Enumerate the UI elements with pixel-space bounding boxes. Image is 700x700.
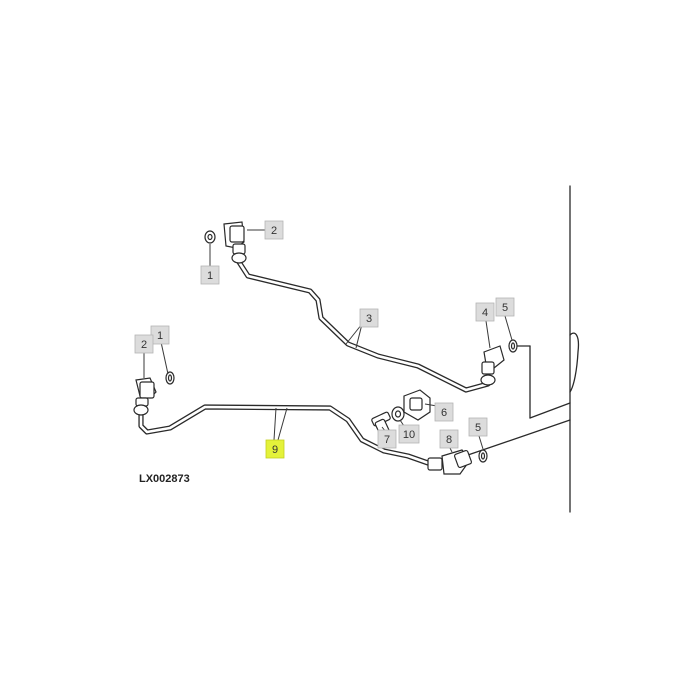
- washer-part: [204, 230, 216, 244]
- callout-label: 2: [141, 339, 147, 351]
- clamp-part: [403, 389, 431, 421]
- callout-label: 6: [441, 407, 447, 419]
- callout: 2: [264, 220, 284, 240]
- callout: 6: [434, 402, 454, 422]
- elbow-fitting-left: [133, 377, 157, 416]
- washer-part-10: [391, 406, 405, 422]
- seal-ring-lower: [478, 449, 488, 463]
- callout-label: 1: [207, 270, 213, 282]
- callout-label: 5: [475, 422, 481, 434]
- callout-label: 5: [502, 302, 508, 314]
- callout: 3: [359, 308, 379, 328]
- callout: 1: [200, 265, 220, 285]
- callout-label: 2: [271, 225, 277, 237]
- callout: 4: [475, 302, 495, 322]
- callout-label: 4: [482, 307, 488, 319]
- callout: 5: [468, 417, 488, 437]
- upper-hydraulic-line: [236, 259, 491, 393]
- callout: 1: [150, 325, 170, 345]
- callout-label: 1: [157, 330, 163, 342]
- seal-ring-left: [165, 371, 175, 385]
- lower-hydraulic-line: [138, 404, 431, 466]
- callout-label: 3: [366, 313, 372, 325]
- frame-edge-line: [529, 402, 571, 419]
- callout-label: 9: [272, 444, 278, 456]
- elbow-fitting: [223, 221, 247, 264]
- callout-label: 10: [403, 429, 415, 441]
- housing-outline: [569, 332, 580, 393]
- callout: 2: [134, 334, 154, 354]
- seal-ring: [508, 339, 518, 353]
- callout-label: 7: [384, 434, 390, 446]
- leader-lines: [143, 229, 513, 453]
- callout: 10: [398, 424, 420, 444]
- adapter-fitting: [427, 449, 473, 475]
- figure-id: LX002873: [139, 473, 190, 485]
- callout: 8: [439, 429, 459, 449]
- callout-label: 8: [446, 434, 452, 446]
- callout: 7: [377, 429, 397, 449]
- callout-highlighted: 9: [265, 439, 285, 459]
- elbow-fitting-right: [480, 345, 505, 386]
- callout: 5: [495, 297, 515, 317]
